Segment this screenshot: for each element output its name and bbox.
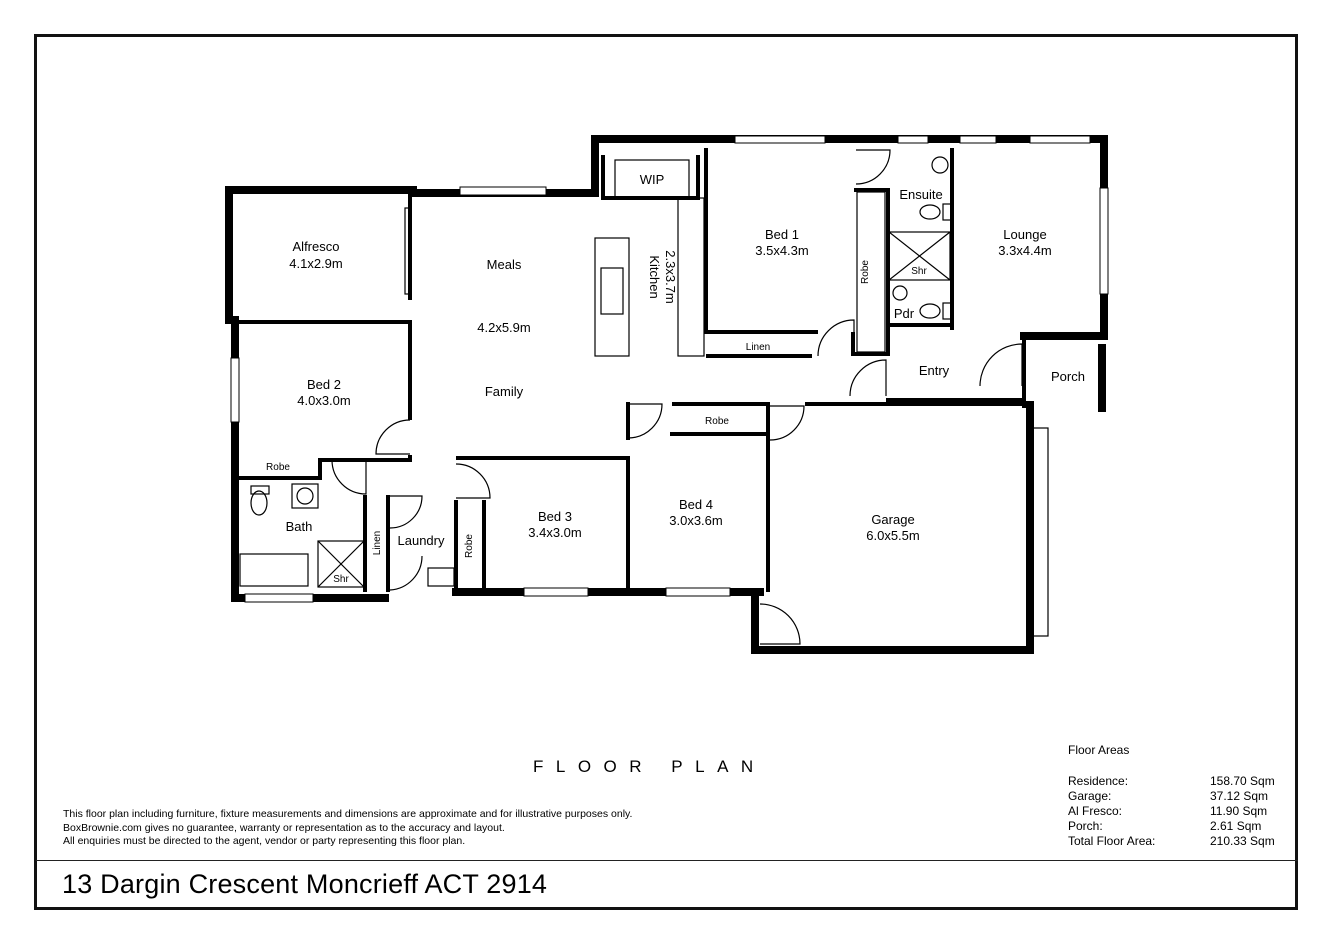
area-row: Garage: 37.12 Sqm [1068,789,1280,804]
disclaimer-line: All enquiries must be directed to the ag… [63,835,466,847]
area-row: Al Fresco: 11.90 Sqm [1068,804,1280,819]
area-label: Porch: [1068,819,1103,833]
lounge-size: 3.3x4.4m [998,243,1051,258]
area-row: Total Floor Area: 210.33 Sqm [1068,834,1280,849]
area-label: Garage: [1068,789,1112,803]
bed2-size: 4.0x3.0m [297,393,350,408]
entry-name: Entry [919,363,950,378]
shr-label-bath: Shr [333,574,349,585]
interior-walls [235,148,1030,592]
lounge-name: Lounge [1003,227,1046,242]
robe-label-bed1: Robe [860,260,871,284]
ensuite-name: Ensuite [899,187,942,202]
bed4-name: Bed 4 [679,497,713,512]
robe-label-bed3: Robe [464,534,475,558]
fixture-outlines [239,156,1049,637]
room-labels: Alfresco 4.1x2.9m Meals 4.2x5.9m Family … [266,172,1085,585]
disclaimer-line: This floor plan including furniture, fix… [63,808,633,820]
wip-name: WIP [640,172,665,187]
linen-label-bath: Linen [372,531,383,555]
porch-name: Porch [1051,369,1085,384]
area-label: Al Fresco: [1068,804,1123,818]
bed2-name: Bed 2 [307,377,341,392]
meals-name: Meals [487,257,522,272]
pdr-name: Pdr [894,306,915,321]
area-row: Residence: 158.70 Sqm [1068,774,1280,789]
bed1-size: 3.5x4.3m [755,243,808,258]
disclaimer-line: BoxBrownie.com gives no guarantee, warra… [63,821,505,834]
bed1-name: Bed 1 [765,227,799,242]
area-value: 210.33 Sqm [1210,834,1275,848]
floor-areas-title: Floor Areas [1068,743,1130,757]
linen-label-hall: Linen [746,342,770,353]
rotated-labels: Kitchen 2.3x3.7m Robe Linen Robe [372,250,871,558]
family-name: Family [485,384,524,399]
area-label: Residence: [1068,774,1129,788]
area-value: 11.90 Sqm [1210,804,1268,818]
meals-size: 4.2x5.9m [477,320,530,335]
garage-name: Garage [871,512,914,527]
shr-label-ensuite: Shr [911,266,927,277]
area-row: Porch: 2.61 Sqm [1068,819,1280,834]
robe-label-bed4: Robe [705,416,729,427]
bath-name: Bath [286,519,313,534]
plan-frame [34,34,1298,910]
laundry-name: Laundry [398,533,445,548]
windows [230,135,1109,603]
area-value: 2.61 Sqm [1210,819,1262,833]
exterior-walls [225,135,1108,654]
disclaimer: This floor plan including furniture, fix… [63,808,632,849]
plan-heading: FLOOR PLAN [533,757,766,776]
kitchen-size: 2.3x3.7m [663,250,678,303]
bed4-size: 3.0x3.6m [669,513,722,528]
floor-areas-table: Floor Areas Residence: 158.70 Sqm Garage… [1068,743,1280,849]
kitchen-name: Kitchen [647,255,662,298]
area-value: 158.70 Sqm [1210,774,1275,788]
door-swings [331,149,1023,645]
address-bar: 13 Dargin Crescent Moncrieff ACT 2914 [36,860,1298,908]
bed3-name: Bed 3 [538,509,572,524]
alfresco-size: 4.1x2.9m [289,256,342,271]
property-address: 13 Dargin Crescent Moncrieff ACT 2914 [62,869,548,899]
alfresco-name: Alfresco [293,239,340,254]
garage-size: 6.0x5.5m [866,528,919,543]
robe-label-bed2: Robe [266,462,290,473]
bed3-size: 3.4x3.0m [528,525,581,540]
area-label: Total Floor Area: [1068,834,1156,848]
area-value: 37.12 Sqm [1210,789,1269,803]
